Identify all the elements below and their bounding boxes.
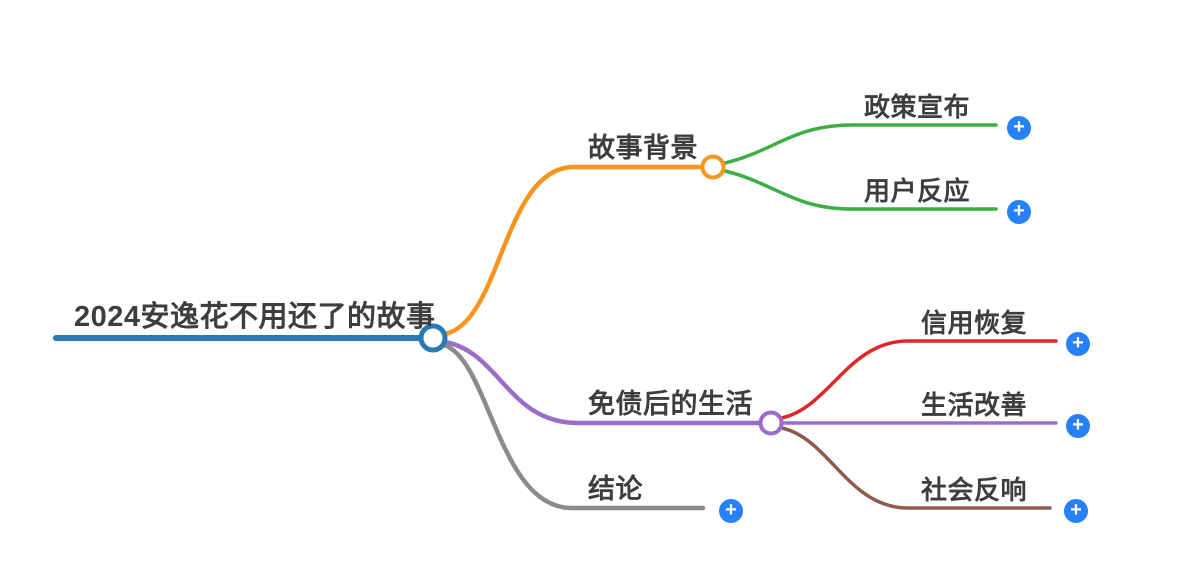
node-label-life-after-relief[interactable]: 免债后的生活 bbox=[588, 389, 753, 419]
connector-policy-announcement bbox=[723, 123, 998, 165]
root-junction-dot[interactable] bbox=[418, 323, 448, 353]
connector-story-background bbox=[442, 164, 704, 337]
add-child-button-credit-recovery[interactable]: + bbox=[1066, 332, 1090, 356]
plus-icon: + bbox=[1072, 414, 1084, 436]
node-label-credit-recovery[interactable]: 信用恢复 bbox=[921, 308, 1028, 338]
add-child-button-policy-announcement[interactable]: + bbox=[1007, 116, 1031, 140]
node-label-user-reaction[interactable]: 用户反应 bbox=[864, 176, 971, 206]
add-child-button-conclusion[interactable]: + bbox=[719, 499, 743, 523]
connector-conclusion bbox=[441, 342, 706, 511]
plus-icon: + bbox=[1072, 332, 1084, 354]
life-after-relief-junction-dot[interactable] bbox=[758, 410, 784, 436]
add-child-button-user-reaction[interactable]: + bbox=[1007, 200, 1031, 224]
root-node-label[interactable]: 2024安逸花不用还了的故事 bbox=[74, 301, 436, 333]
story-background-junction-dot[interactable] bbox=[700, 154, 726, 180]
plus-icon: + bbox=[1013, 200, 1025, 222]
connector-social-response bbox=[780, 426, 1052, 510]
connector-credit-recovery bbox=[780, 339, 1058, 420]
add-child-button-social-response[interactable]: + bbox=[1064, 499, 1088, 523]
connector-user-reaction bbox=[723, 169, 998, 211]
node-label-conclusion[interactable]: 结论 bbox=[588, 474, 643, 504]
node-label-social-response[interactable]: 社会反响 bbox=[921, 475, 1028, 505]
node-label-policy-announcement[interactable]: 政策宣布 bbox=[864, 92, 971, 122]
plus-icon: + bbox=[1013, 116, 1025, 138]
plus-icon: + bbox=[1070, 499, 1082, 521]
connector-life-after-relief bbox=[442, 339, 762, 426]
node-label-story-background[interactable]: 故事背景 bbox=[588, 133, 698, 163]
node-label-life-improvement[interactable]: 生活改善 bbox=[921, 390, 1028, 420]
plus-icon: + bbox=[725, 499, 737, 521]
add-child-button-life-improvement[interactable]: + bbox=[1066, 414, 1090, 438]
